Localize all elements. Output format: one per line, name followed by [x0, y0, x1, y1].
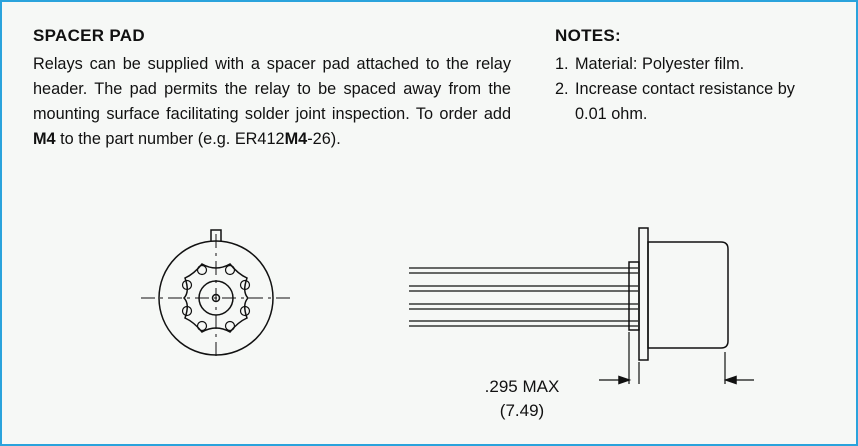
- notes-section: NOTES: 1. Material: Polyester film. 2. Inc…: [555, 26, 825, 127]
- note-number: 1.: [555, 55, 569, 73]
- note-text: Increase contact resistance by 0.01 ohm.: [575, 80, 795, 123]
- dimension-inch: .295 MAX: [485, 377, 560, 396]
- description-text-middle: to the part number (e.g. ER412: [55, 130, 285, 148]
- dimension-arrow-left: [618, 375, 632, 385]
- pin: [224, 320, 236, 332]
- relay-side-view: .295 MAX (7.49): [409, 227, 754, 420]
- pin: [196, 320, 208, 332]
- pin: [196, 264, 208, 276]
- description-text-before: Relays can be supplied with a spacer pad…: [33, 55, 511, 123]
- dimension-mm: (7.49): [500, 401, 544, 420]
- notes-heading: NOTES:: [555, 26, 622, 45]
- spacer-pad: [628, 261, 640, 331]
- spacer-pad-section: SPACER PAD Relays can be supplied with a…: [33, 26, 511, 152]
- dimension-arrow-right: [723, 375, 737, 385]
- pin: [239, 305, 251, 317]
- pin: [224, 264, 236, 276]
- pin-group: [181, 264, 251, 332]
- pin: [181, 279, 193, 291]
- spacer-pad-outline: [182, 263, 250, 333]
- description-text-after: -26).: [307, 130, 341, 148]
- key-tab: [210, 229, 222, 242]
- note-number: 2.: [555, 80, 569, 98]
- header-flange: [638, 227, 649, 361]
- notes-list: 1. Material: Polyester film. 2. Increase c…: [555, 52, 825, 127]
- lead-group: [409, 267, 638, 327]
- note-item: 2. Increase contact resistance by 0.01 oh…: [555, 77, 825, 127]
- pin: [239, 279, 251, 291]
- example-code: M4: [284, 130, 308, 148]
- order-code: M4: [33, 130, 56, 148]
- pin: [181, 305, 193, 317]
- note-item: 1. Material: Polyester film.: [555, 52, 825, 77]
- relay-bottom-view: [141, 229, 291, 360]
- relay-can: [647, 241, 729, 349]
- spacer-pad-description: Relays can be supplied with a spacer pad…: [33, 52, 511, 152]
- note-text: Material: Polyester film.: [575, 55, 745, 73]
- spacer-pad-heading: SPACER PAD: [33, 26, 145, 45]
- center-pin: [211, 293, 221, 303]
- header-center-ring: [198, 280, 234, 316]
